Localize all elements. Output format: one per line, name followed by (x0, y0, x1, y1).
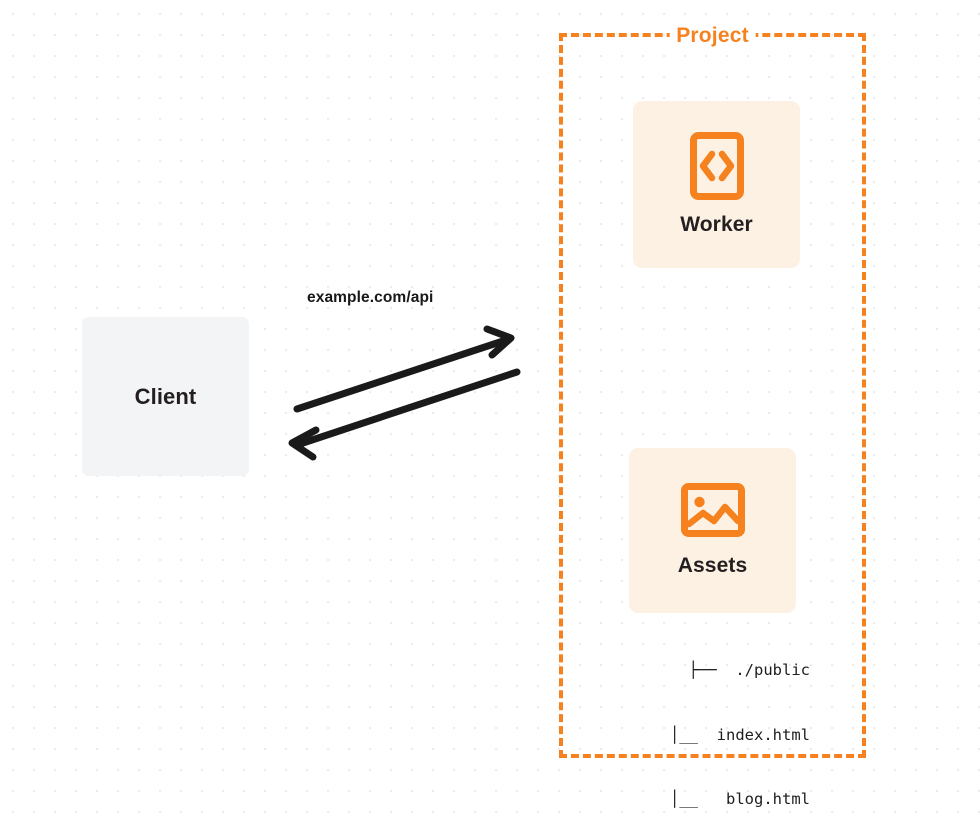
node-client[interactable]: Client (82, 317, 249, 476)
node-worker-label: Worker (680, 213, 753, 236)
node-worker[interactable]: Worker (633, 101, 800, 268)
node-assets-label: Assets (677, 554, 748, 577)
file-tree-row: ├── ./public (688, 661, 810, 679)
node-client-label: Client (134, 383, 197, 409)
edge-label-request: example.com/api (307, 289, 434, 306)
file-tree-row: │__ index.html (670, 725, 810, 744)
project-group-label: Project (669, 24, 756, 48)
arrow-response-in (288, 368, 521, 461)
code-brackets-icon (689, 132, 744, 200)
node-assets[interactable]: Assets (629, 448, 796, 613)
image-icon (680, 483, 745, 537)
project-group-container: Project (559, 24, 866, 758)
arrow-request-out (293, 325, 515, 413)
file-tree-row: │__ blog.html (670, 790, 810, 808)
assets-file-tree: ├── ./public │__ index.html │__ blog.htm… (600, 617, 810, 818)
